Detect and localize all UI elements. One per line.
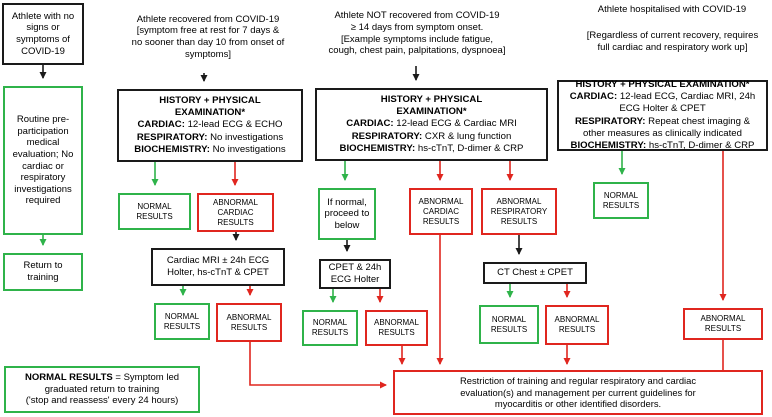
cpet-normal-results: NORMAL RESULTS [302, 310, 358, 346]
if-normal-proceed-box: If normal, proceed to below [318, 188, 376, 240]
normal-results-legend: NORMAL RESULTS = Symptom led graduated r… [4, 366, 200, 413]
not-recovered-abnormal-cardiac-results: ABNORMAL CARDIAC RESULTS [409, 188, 473, 235]
ct-normal-results: NORMAL RESULTS [479, 305, 539, 344]
arrow-abnormal-to-restriction-a [249, 342, 387, 389]
hospitalised-header: Athlete hospitalised with COVID-19 [582, 1, 762, 19]
not-recovered-workup-box: HISTORY + PHYSICAL EXAMINATION* CARDIAC:… [315, 88, 548, 161]
no-symptoms-header: Athlete with no signs or symptoms of COV… [2, 3, 84, 65]
followup-normal-results: NORMAL RESULTS [154, 303, 210, 340]
not-recovered-header: Athlete NOT recovered from COVID-19 ≥ 14… [322, 1, 512, 66]
recovered-normal-results: NORMAL RESULTS [118, 193, 191, 230]
not-recovered-abnormal-respiratory-results: ABNORMAL RESPIRATORY RESULTS [481, 188, 557, 235]
cardiac-mri-followup-box: Cardiac MRI ± 24h ECG Holter, hs-cTnT & … [151, 248, 285, 286]
hospitalised-abnormal-results: ABNORMAL RESULTS [683, 308, 763, 340]
recovered-abnormal-cardiac-results: ABNORMAL CARDIAC RESULTS [197, 193, 274, 232]
restriction-box: Restriction of training and regular resp… [393, 370, 763, 415]
recovered-workup-box: HISTORY + PHYSICAL EXAMINATION* CARDIAC:… [117, 89, 303, 162]
hospitalised-note: [Regardless of current recovery, require… [575, 26, 770, 58]
cpet-abnormal-results: ABNORMAL RESULTS [365, 310, 428, 346]
ct-abnormal-results: ABNORMAL RESULTS [545, 305, 609, 345]
hospitalised-workup-box: HISTORY + PHYSICAL EXAMINATION* CARDIAC:… [557, 79, 768, 151]
hospitalised-normal-results: NORMAL RESULTS [593, 182, 649, 219]
cpet-holter-box: CPET & 24h ECG Holter [319, 259, 391, 289]
recovered-header: Athlete recovered from COVID-19 [symptom… [122, 1, 294, 73]
ct-chest-box: CT Chest ± CPET [483, 262, 587, 284]
routine-screening-box: Routine pre- participation medical evalu… [3, 86, 83, 235]
followup-abnormal-results: ABNORMAL RESULTS [216, 303, 282, 342]
return-to-training-box: Return to training [3, 253, 83, 291]
